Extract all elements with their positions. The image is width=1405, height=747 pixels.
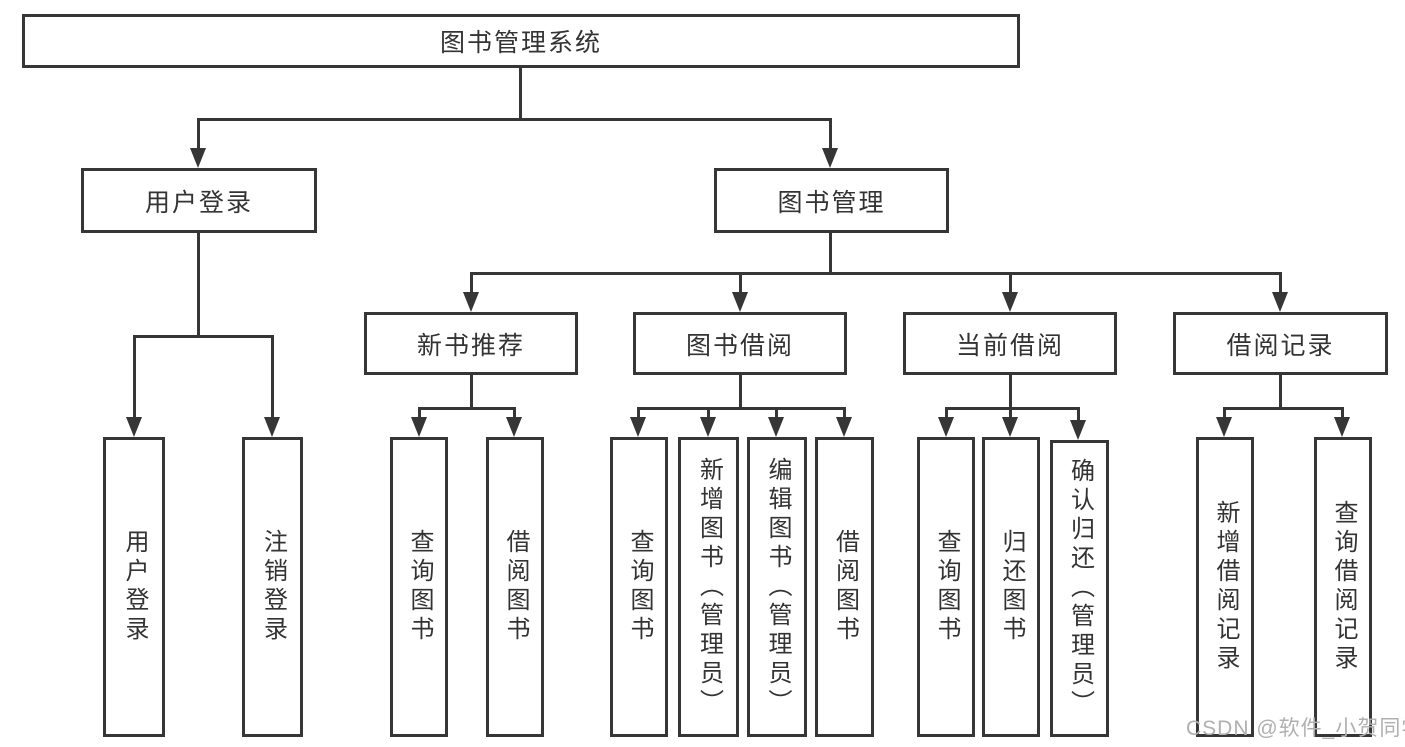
leaf-borrowing-borrow-books: 借阅图书 (815, 437, 874, 737)
leaf-label: 编辑图书（管理员） (764, 456, 791, 718)
arrowhead-down-icon (126, 417, 142, 437)
leaf-label: 查询图书 (406, 529, 433, 645)
leaf-label: 用户登录 (121, 529, 148, 645)
connector-line (513, 407, 516, 421)
connector-line (739, 272, 742, 294)
connector-line (197, 118, 831, 121)
arrowhead-down-icon (506, 417, 522, 437)
connector-line (470, 272, 1281, 275)
leaf-user-login: 用户登录 (103, 437, 165, 737)
node-label: 图书借阅 (685, 331, 794, 360)
connector-line (197, 118, 200, 152)
node-label: 图书管理系统 (439, 29, 602, 57)
connector-line (829, 118, 832, 152)
connector-line (1009, 272, 1012, 294)
arrowhead-down-icon (1002, 292, 1018, 312)
node-library-management-system: 图书管理系统 (22, 14, 1020, 68)
leaf-borrowing-query-books: 查询图书 (610, 437, 668, 737)
leaf-label: 归还图书 (998, 529, 1025, 645)
connector-line (519, 67, 522, 121)
connector-line (418, 407, 516, 410)
leaf-current-return-books: 归还图书 (982, 437, 1040, 737)
arrowhead-down-icon (938, 417, 954, 437)
node-current-borrowing: 当前借阅 (903, 312, 1117, 375)
connector-line (418, 407, 421, 421)
arrowhead-down-icon (1216, 417, 1232, 437)
connector-line (1077, 407, 1080, 423)
connector-line (945, 407, 948, 421)
arrowhead-down-icon (768, 417, 784, 437)
connector-line (133, 335, 136, 421)
leaf-label: 查询图书 (626, 529, 653, 645)
leaf-label: 新增借阅记录 (1212, 500, 1239, 674)
connector-line (1223, 407, 1226, 421)
leaf-borrowing-edit-books-admin: 编辑图书（管理员） (747, 437, 807, 737)
arrowhead-down-icon (822, 148, 838, 168)
leaf-borrowing-add-books-admin: 新增图书（管理员） (678, 437, 739, 737)
leaf-newbook-query-books: 查询图书 (390, 437, 448, 737)
arrowhead-down-icon (1070, 420, 1086, 440)
connector-line (271, 335, 274, 421)
leaf-newbook-borrow-books: 借阅图书 (486, 437, 544, 737)
leaf-records-query-record: 查询借阅记录 (1314, 437, 1372, 737)
connector-line (945, 407, 1080, 410)
connector-line (470, 272, 473, 294)
leaf-label: 查询借阅记录 (1330, 500, 1357, 674)
node-label: 用户登录 (144, 188, 253, 217)
node-new-book-recommend: 新书推荐 (364, 312, 578, 375)
connector-line (1223, 407, 1343, 410)
node-user-login: 用户登录 (81, 168, 317, 233)
connector-line (843, 407, 846, 421)
arrowhead-down-icon (411, 417, 427, 437)
leaf-current-query-books: 查询图书 (917, 437, 975, 737)
connector-line (1009, 375, 1012, 410)
node-label: 借阅记录 (1226, 331, 1335, 360)
leaf-records-add-record: 新增借阅记录 (1196, 437, 1254, 737)
connector-line (707, 407, 710, 421)
arrowhead-down-icon (630, 417, 646, 437)
node-label: 新书推荐 (416, 331, 525, 360)
arrowhead-down-icon (190, 148, 206, 168)
arrowhead-down-icon (836, 417, 852, 437)
connector-line (1279, 272, 1282, 294)
arrowhead-down-icon (700, 417, 716, 437)
arrowhead-down-icon (1272, 292, 1288, 312)
leaf-label: 注销登录 (259, 529, 287, 645)
connector-line (1009, 407, 1012, 421)
leaf-current-confirm-return-admin: 确认归还（管理员） (1050, 440, 1109, 737)
leaf-label: 查询图书 (933, 529, 960, 645)
connector-line (1279, 375, 1282, 410)
leaf-label: 借阅图书 (502, 529, 529, 645)
leaf-label: 新增图书（管理员） (695, 456, 723, 718)
arrowhead-down-icon (264, 417, 280, 437)
connector-line (739, 375, 742, 410)
connector-line (470, 375, 473, 410)
connector-line (775, 407, 778, 421)
node-book-borrowing: 图书借阅 (633, 312, 847, 375)
arrowhead-down-icon (463, 292, 479, 312)
arrowhead-down-icon (732, 292, 748, 312)
node-label: 图书管理 (777, 188, 886, 217)
arrowhead-down-icon (1334, 417, 1350, 437)
connector-line (1341, 407, 1344, 421)
leaf-label: 借阅图书 (831, 529, 859, 645)
arrowhead-down-icon (1002, 417, 1018, 437)
node-label: 当前借阅 (955, 331, 1064, 360)
connector-line (637, 407, 845, 410)
connector-line (197, 233, 200, 338)
leaf-label: 确认归还（管理员） (1066, 458, 1094, 719)
connector-line (133, 335, 274, 338)
node-borrowing-records: 借阅记录 (1173, 312, 1388, 375)
connector-line (829, 233, 832, 275)
connector-line (637, 407, 640, 421)
leaf-logout: 注销登录 (242, 437, 303, 737)
node-book-management: 图书管理 (714, 168, 949, 233)
csdn-watermark: CSDN @软件_小贺同学 (1186, 717, 1405, 740)
